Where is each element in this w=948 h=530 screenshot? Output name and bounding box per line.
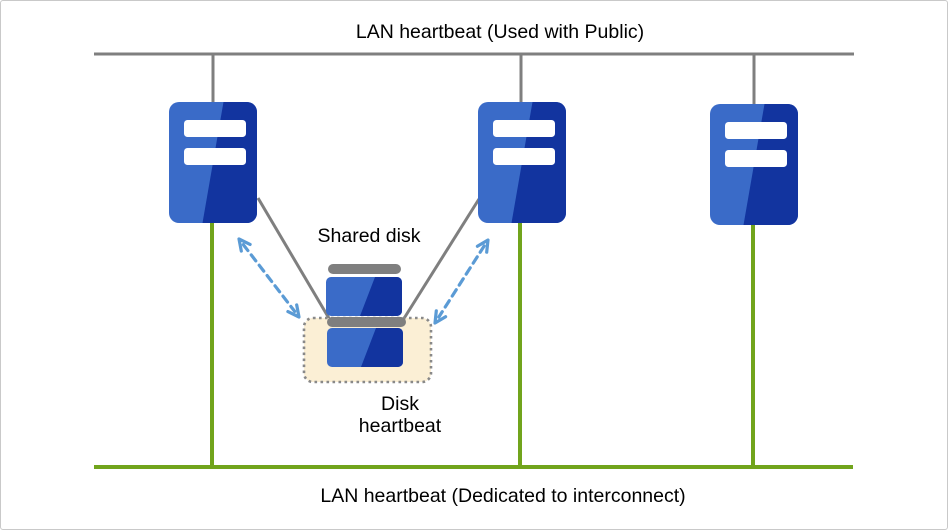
disk-heartbeat-label-line2: heartbeat (359, 415, 442, 437)
disk-heartbeat-label-line1: Disk (381, 393, 419, 415)
disk-cap-top (328, 264, 401, 274)
disk-segment-upper (326, 277, 402, 316)
disk-cap-middle (327, 317, 406, 327)
double-headed-dashed-arrow-icon-left (237, 237, 301, 319)
public-lan-label: LAN heartbeat (Used with Public) (356, 21, 644, 43)
server-icon-3 (710, 104, 798, 225)
server-icon-2 (478, 102, 566, 223)
double-headed-dashed-arrow-icon-right (433, 238, 490, 325)
server2-disk-connector-line (401, 198, 481, 321)
disk-segment-lower (327, 328, 403, 367)
shared-disk-icon (326, 264, 406, 367)
server-icon-1 (169, 102, 257, 223)
server1-disk-connector-line (256, 197, 332, 321)
shared-disk-label: Shared disk (318, 225, 421, 247)
interconnect-lan-label: LAN heartbeat (Dedicated to interconnect… (320, 485, 685, 507)
